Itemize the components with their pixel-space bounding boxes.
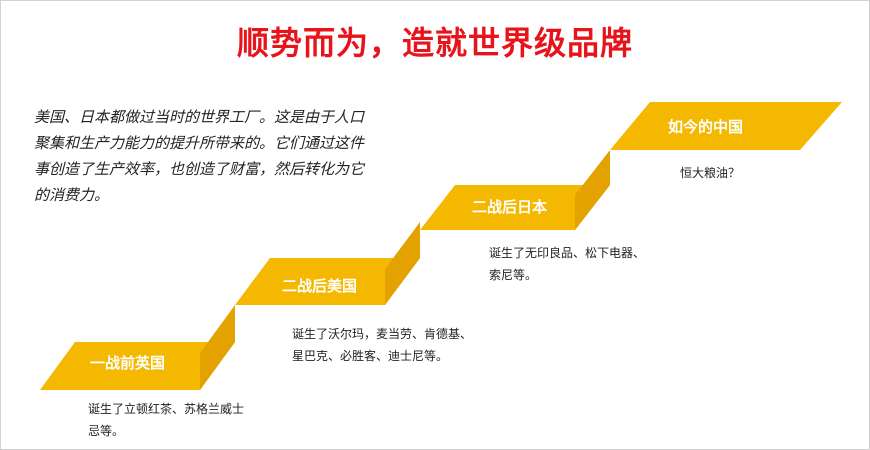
step-4-label: 如今的中国 — [668, 118, 744, 136]
step-3-description: 诞生了无印良品、松下电器、索尼等。 — [489, 246, 646, 282]
step-2-label: 二战后美国 — [282, 277, 358, 295]
step-2-riser — [385, 222, 420, 305]
step-3-tread — [420, 185, 610, 230]
step-1-riser — [200, 305, 235, 390]
step-3-riser — [575, 150, 610, 230]
step-1-tread — [40, 342, 235, 390]
intro-paragraph: 美国、日本都做过当时的世界工厂。这是由于人口聚集和生产力能力的提升所带来的。它们… — [34, 108, 365, 204]
step-3-label: 二战后日本 — [472, 198, 548, 216]
step-2-description: 诞生了沃尔玛，麦当劳、肯德基、星巴克、必胜客、迪士尼等。 — [292, 327, 473, 363]
step-4-tread — [610, 102, 842, 150]
slide-title: 顺势而为，造就世界级品牌 — [236, 24, 633, 62]
step-4-description: 恒大粮油？ — [680, 166, 741, 180]
step-1-description: 诞生了立顿红茶、苏格兰威士忌等。 — [88, 402, 245, 438]
step-1-label: 一战前英国 — [90, 354, 166, 372]
step-2-tread — [235, 258, 420, 305]
